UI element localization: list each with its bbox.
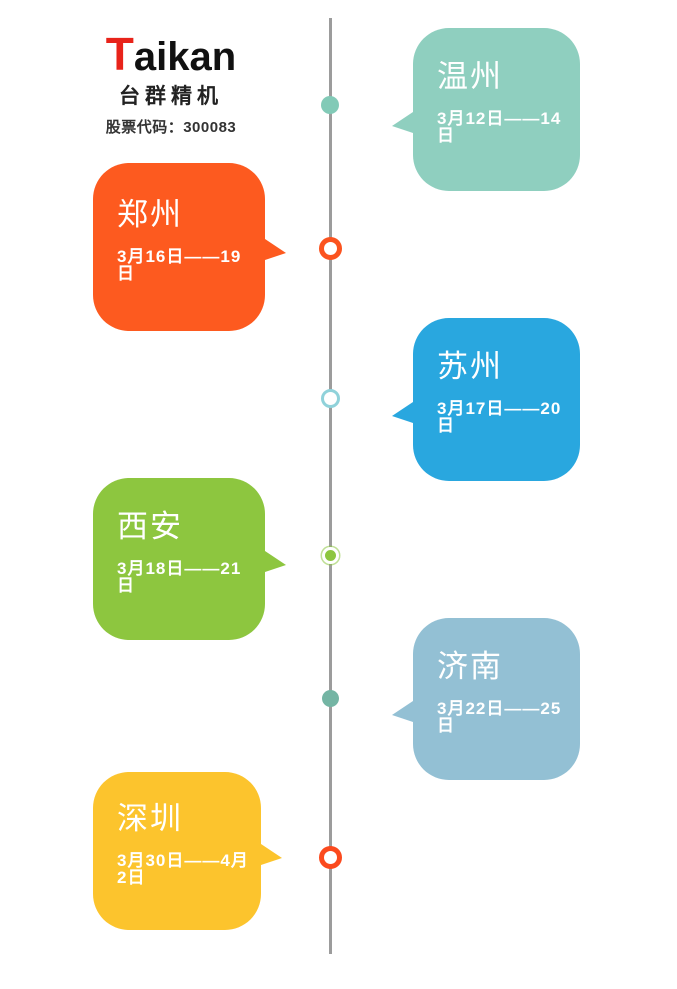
logo-chinese-name: 台群精机 [119, 85, 223, 109]
city-label: 济南 [437, 648, 503, 684]
stock-code-label: 股票代码：300083 [105, 119, 237, 137]
date-range-label: 3月16日——19日 [117, 246, 242, 283]
date-range-label: 3月22日——25日 [437, 698, 562, 735]
city-label: 苏州 [437, 349, 503, 384]
brand-logo: Taikan 台群精机 股票代码：300083 [96, 30, 246, 137]
logo-rest: aikan [133, 35, 237, 79]
event-card-suzhou: 苏州 3月17日——20日 [392, 318, 580, 481]
timeline-dot-zhengzhou [319, 237, 342, 260]
date-range-label: 3月12日——14日 [437, 109, 562, 145]
date-range-label: 3月17日——20日 [437, 399, 562, 435]
timeline-dot-xian [322, 547, 339, 564]
timeline-dot-wenzhou [321, 96, 339, 114]
timeline-dot-shenzhen [319, 846, 342, 869]
event-card-xian: 西安 3月18日——21日 [93, 478, 286, 640]
date-range-label: 3月18日——21日 [117, 558, 242, 595]
city-label: 温州 [437, 59, 503, 94]
timeline-line [329, 18, 332, 954]
event-card-zhengzhou: 郑州 3月16日——19日 [93, 163, 286, 331]
event-card-wenzhou: 温州 3月12日——14日 [392, 28, 580, 191]
city-label: 深圳 [117, 800, 183, 836]
city-label: 郑州 [117, 196, 183, 232]
date-range-label: 3月30日——4月2日 [117, 850, 249, 887]
logo-wordmark: Taikan [96, 30, 246, 78]
event-card-shenzhen: 深圳 3月30日——4月2日 [93, 772, 282, 930]
event-card-jinan: 济南 3月22日——25日 [392, 618, 580, 780]
timeline-dot-jinan [322, 690, 339, 707]
logo-initial: T [105, 28, 134, 80]
city-label: 西安 [117, 508, 183, 544]
timeline-dot-suzhou [321, 389, 340, 408]
